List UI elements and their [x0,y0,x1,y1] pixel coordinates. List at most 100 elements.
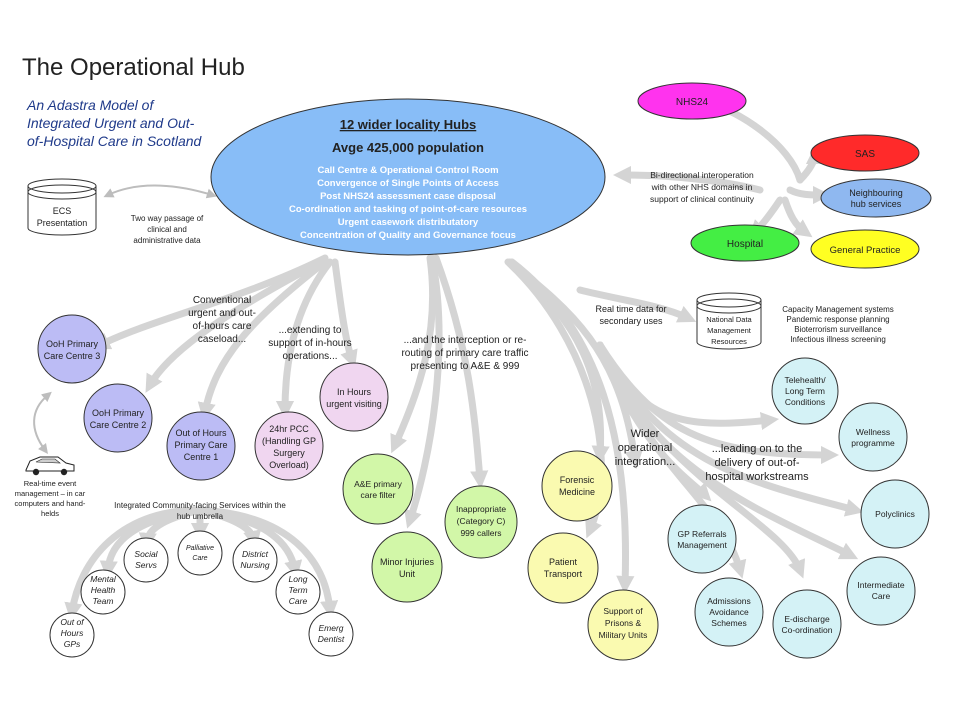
ooh-centre-2-label: Care Centre 2 [90,420,147,430]
arrow-car-link [33,391,52,455]
ooh-centre-1-label: Primary Care [174,440,227,450]
ooh-centre-1-label: Centre 1 [184,452,219,462]
ndmr: National Data Management Resources Real … [595,292,894,350]
forensic-medicine-node [541,450,613,522]
telehealth-label: Long Term [785,386,825,396]
ooh-centre-2-label: OoH Primary [92,408,145,418]
ecs-label: Presentation [37,218,88,228]
ndmr-use: Pandemic response planning [786,315,889,324]
flow-arrows [33,93,864,621]
arrow-ecs-two-way [103,184,217,199]
ndmr-label: Resources [711,337,747,346]
district-nursing-node [232,537,278,583]
long-term-care-label: Care [289,596,308,606]
ecs-label: ECS [53,206,72,216]
arrow-to-ndmr [576,286,697,323]
edischarge-label: E-discharge [784,614,830,624]
long-term-care-node [275,569,321,615]
annotation-line: urgent and out- [188,308,256,319]
hub-line: Convergence of Single Points of Access [317,178,499,189]
ooh-centre-1-label: Out of Hours [175,428,227,438]
district-nursing-label: Nursing [240,560,270,570]
arrow-to-prisons [508,258,635,595]
annotation-wider: Wider operational integration... [615,428,676,468]
arrow-to-emerg-dentist [196,506,339,620]
edischarge-node [772,589,842,659]
minor-injuries-label: Unit [399,569,416,579]
ooh-gps-label: GPs [64,639,81,649]
general-practice-label: General Practice [830,245,901,256]
intermediate-care-label: Care [872,591,891,601]
mental-health-node [80,569,126,615]
annotation-line: Conventional [193,295,251,306]
intermediate-care-label: Intermediate [857,580,905,590]
pcc-24hr-label: Overload) [269,460,309,470]
gp-referrals-node [667,504,737,574]
telehealth-label: Conditions [785,397,825,407]
admissions-label: Schemes [711,618,746,628]
annotation-line: support of in-hours [268,338,351,349]
telehealth-node [771,357,839,425]
ooh-centre-1 [166,411,236,481]
annotation-realtime: Real-time event management – in car comp… [15,479,86,518]
subtitle-line: of-Hospital Care in Scotland [27,133,203,149]
ae-filter-label: A&E primary [354,479,402,489]
inappropriate-label: (Category C) [457,516,506,526]
emerg-dentist-node [308,611,354,657]
annotation-line: ...extending to [279,325,342,336]
annotation-line: operations... [282,351,337,362]
hub-line: Post NHS24 assessment case disposal [320,191,496,202]
annotation-line: operational [618,442,672,454]
annotation-line: computers and hand- [15,499,86,508]
mental-health-label: Team [93,596,114,606]
in-hours-visiting-node [319,362,389,432]
wellness-label: Wellness [856,427,890,437]
polyclinics-label: Polyclinics [875,509,915,519]
ndmr-lead: Real time data for [595,304,666,314]
intermediate-care-node [846,556,916,626]
ae-nodes: A&E primary care filter Minor Injuries U… [342,453,518,603]
minor-injuries-node [371,531,443,603]
arrow-to-inappropriate [432,254,489,490]
page-title: The Operational Hub [22,54,245,81]
long-term-care-label: Term [288,585,307,595]
emerg-dentist-label: Dentist [318,634,345,644]
annotation-line: ...and the interception or re- [404,335,527,346]
ooh-centre-3-label: OoH Primary [46,339,99,349]
district-nursing-label: District [242,549,269,559]
annotation-conventional: Conventional urgent and out- of-hours ca… [188,295,256,345]
pcc-24hr-node [254,411,324,481]
patient-transport-label: Patient [549,557,578,567]
subtitle-line: An Adastra Model of [26,97,155,113]
arrow-to-neighbouring [786,185,832,205]
arrow-to-ooh3 [91,254,329,350]
ndmr-label: National Data [706,315,752,324]
annotation-line: caseload... [198,334,246,345]
admissions-label: Admissions [707,596,750,606]
wider-nodes: Forensic Medicine Patient Transport Supp… [527,450,659,661]
arrow-to-edischarge [596,341,806,579]
interop-text: with other NHS domains in [651,182,753,192]
arrow-to-ooh2 [145,256,329,393]
long-term-care-label: Long [289,574,308,584]
ae-filter-label: care filter [361,490,396,500]
patient-transport-node [527,532,599,604]
ooh-centre-3 [37,314,107,384]
annotation-line: management – in car [15,489,86,498]
interop-text: Bi-directional interoperation [650,170,754,180]
hospital-label: Hospital [727,239,763,250]
annotation-line: of-hours care [193,321,252,332]
palliative-care-label: Palliative [186,545,214,552]
general-practice-node [810,229,920,269]
annotation-integrated: Integrated Community-facing Services wit… [114,501,286,521]
admissions-node [694,577,764,647]
hub-line: Call Centre & Operational Control Room [317,165,498,176]
annotation-interception: ...and the interception or re- routing o… [401,335,528,372]
social-services-label: Servs [135,560,157,570]
annotation-line: integration... [615,456,676,468]
ecs-note-line: administrative data [133,236,201,245]
car-icon [25,456,75,476]
ooh-centre-2 [83,383,153,453]
workstream-nodes: Telehealth/ Long Term Conditions Wellnes… [667,357,930,659]
